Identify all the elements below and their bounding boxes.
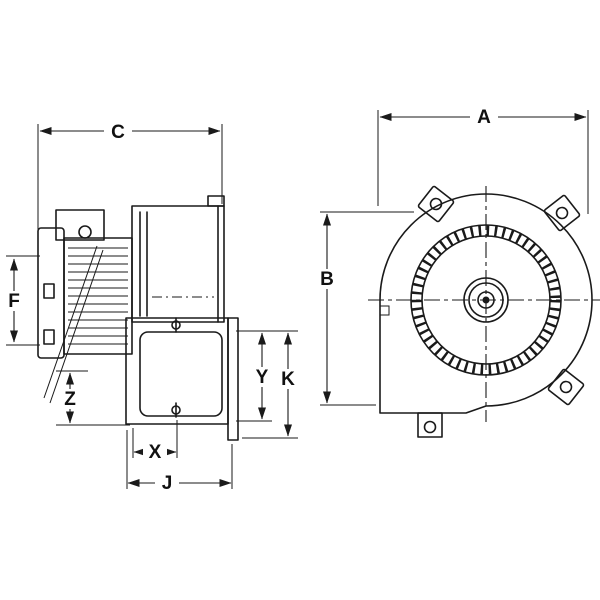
dimension-j-label: J [162,473,173,494]
mounting-bracket-bottom-right [547,368,585,406]
dimension-b-label: B [320,269,334,290]
scroll-housing [379,193,593,414]
dimension-y-label: Y [256,367,269,388]
lead-wires [43,245,104,404]
centerlines [368,186,600,422]
dimension-x: X [132,420,178,463]
dimension-x-label: X [149,442,162,463]
side-view: C F Z Y K [3,120,300,494]
discharge-outlet [125,317,239,441]
mounting-bracket-top-left [417,185,455,223]
dimension-f-label: F [8,291,20,312]
dimension-c-label: C [111,122,125,143]
dimension-k-label: K [281,369,295,390]
dimension-a-label: A [477,107,491,128]
mounting-tab-bottom [417,412,443,438]
dimension-b: B [314,211,414,406]
dimension-z: Z [56,370,130,426]
motor-body [63,237,133,355]
dimension-c: C [37,120,223,230]
dimension-f: F [3,255,40,346]
mounting-bracket-top-right [543,194,581,232]
housing-side-plate [131,195,225,323]
dimension-k: K [242,332,300,439]
motor-bracket [37,227,65,359]
dimension-z-label: Z [64,389,76,410]
dimension-y: Y [236,330,298,422]
dimension-a: A [377,107,589,214]
front-view: A B [314,107,600,438]
dimension-j: J [126,430,233,494]
